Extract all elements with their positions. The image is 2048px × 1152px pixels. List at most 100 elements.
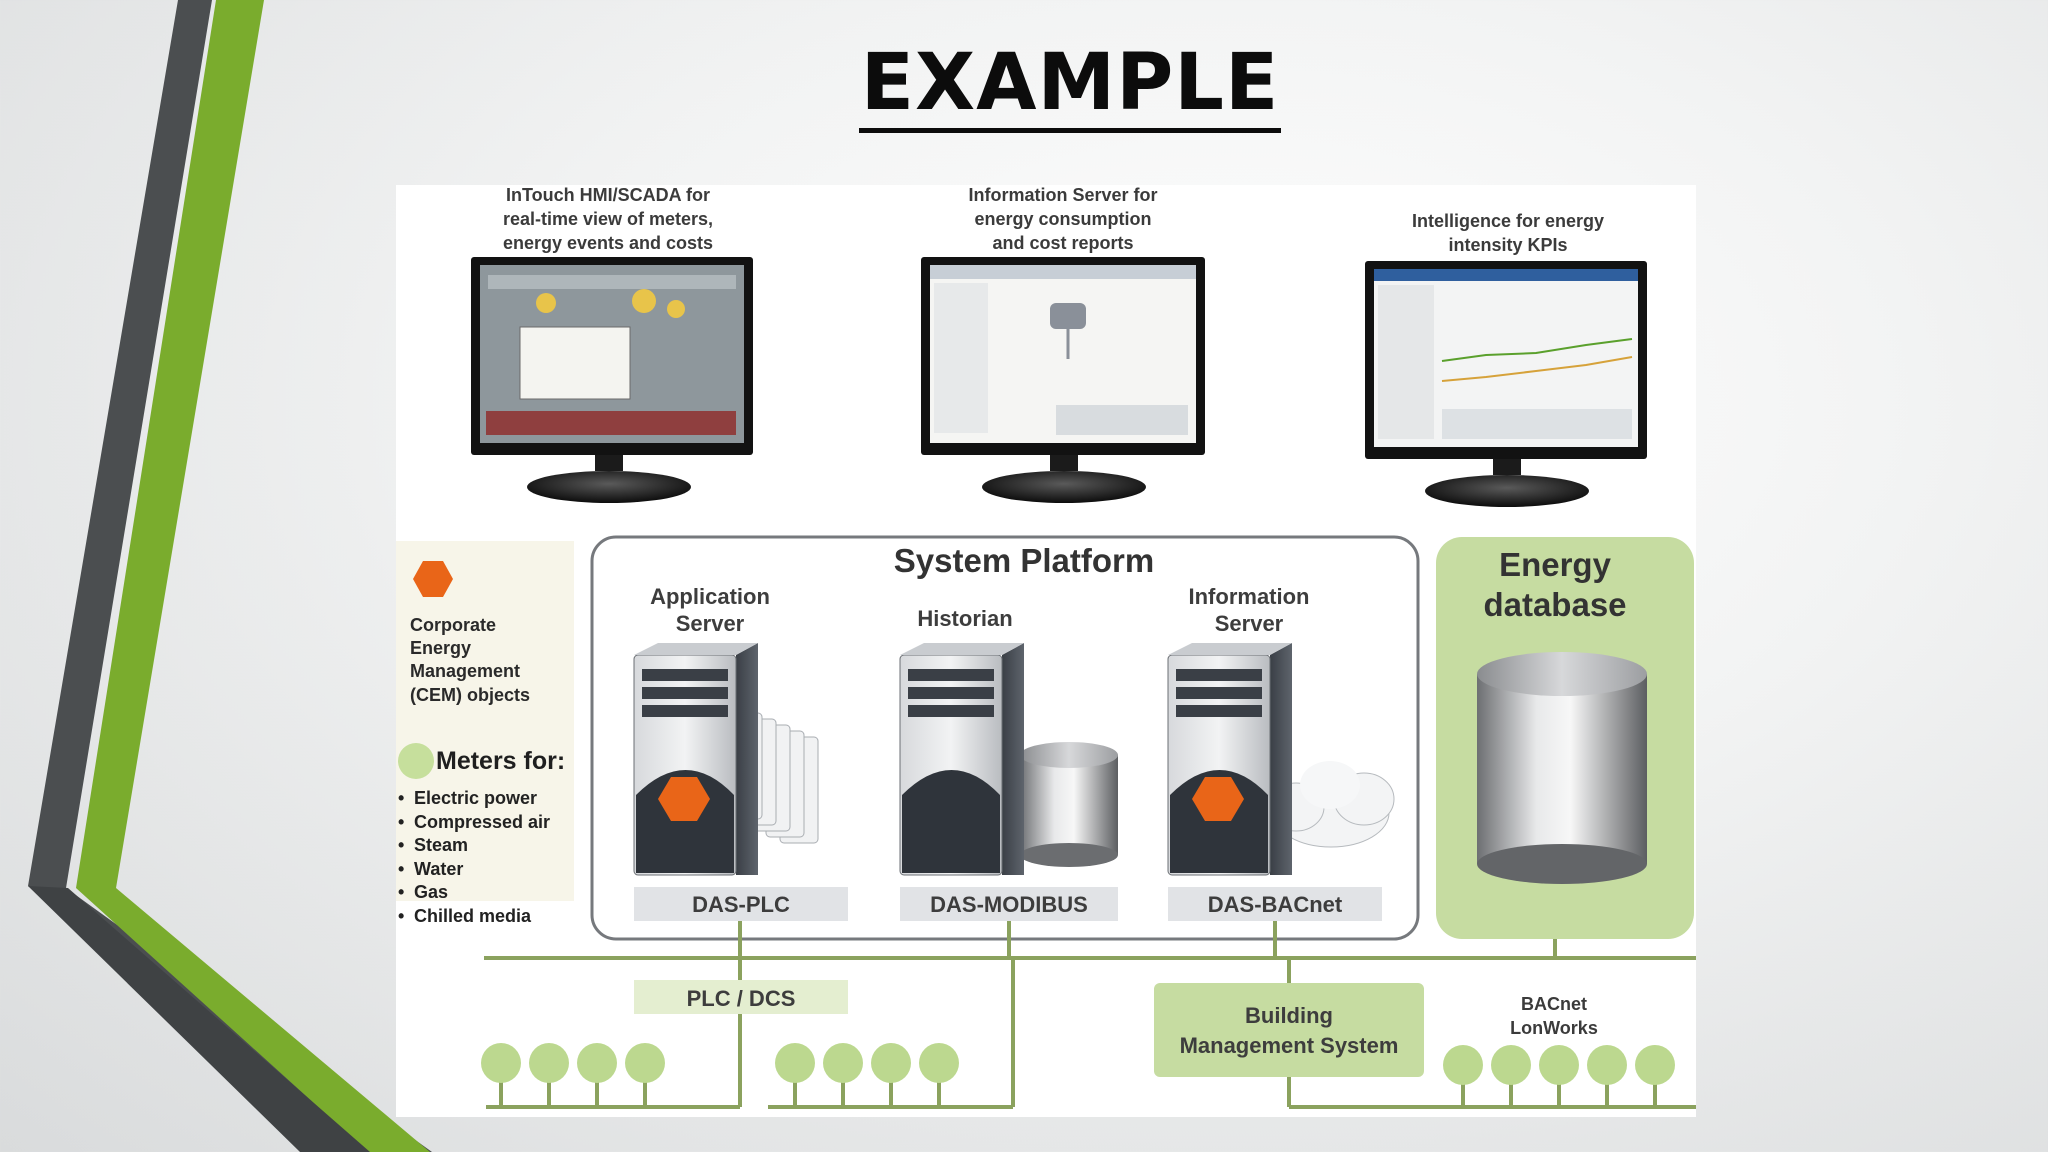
kpi-trend-line <box>1441 356 1633 382</box>
meter-node-icon <box>529 1043 569 1107</box>
monitor-caption-line: intensity KPIs <box>1448 235 1567 255</box>
meter-node-head <box>823 1043 863 1083</box>
system-platform-title: System Platform <box>894 542 1154 579</box>
meter-nodes <box>481 1043 1675 1107</box>
cylinder-icon <box>1020 742 1118 867</box>
legend: Corporate Energy Management (CEM) object… <box>396 541 574 926</box>
kpi-trend-line <box>1441 338 1633 362</box>
das-tile <box>900 887 1118 921</box>
tower-top <box>634 643 758 655</box>
monitor-caption-line: energy consumption <box>974 209 1151 229</box>
plc-dcs-label: PLC / DCS <box>687 986 796 1011</box>
monitor-scada: InTouch HMI/SCADA for real-time view of … <box>471 185 753 503</box>
meter-node-head <box>1587 1045 1627 1085</box>
bacnet-label-line: LonWorks <box>1510 1018 1598 1038</box>
meter-item: Compressed air <box>414 812 550 832</box>
plc-dcs-tile <box>634 980 848 1014</box>
cem-label-line: Energy <box>410 638 471 658</box>
meter-node-icon <box>871 1043 911 1107</box>
drive-bay <box>908 687 994 699</box>
scada-equipment-icon <box>667 300 685 318</box>
server-label-line: Information <box>1189 584 1310 609</box>
drive-bay <box>642 687 728 699</box>
das-label: DAS-MODIBUS <box>930 892 1088 917</box>
drive-bay <box>642 669 728 681</box>
server-label-line: Application <box>650 584 770 609</box>
energy-database: Energy database <box>1436 537 1694 939</box>
scada-popup-window <box>519 326 631 400</box>
meter-node-icon <box>625 1043 665 1107</box>
server-tower-icon <box>1167 643 1292 876</box>
meter-item: Gas <box>414 882 448 902</box>
drive-bay <box>1176 687 1262 699</box>
dark-band <box>28 0 432 1152</box>
report-meter-icon <box>1050 303 1086 329</box>
meter-node-icon <box>823 1043 863 1107</box>
meter-node-head <box>919 1043 959 1083</box>
das-tile <box>1168 887 1382 921</box>
server-label-line: Server <box>1215 611 1284 636</box>
meter-node-head <box>481 1043 521 1083</box>
meter-node-head <box>1635 1045 1675 1085</box>
server-label-line: Server <box>676 611 745 636</box>
meter-bullet: • <box>398 788 404 808</box>
monitor-caption-line: energy events and costs <box>503 233 713 253</box>
scada-equipment-icon <box>632 289 656 313</box>
slide-title-text: EXAMPLE <box>858 38 1282 133</box>
database-cylinder-body <box>1477 674 1647 864</box>
bms-panel <box>1154 983 1424 1077</box>
meter-bullet: • <box>398 882 404 902</box>
monitor-caption-line: and cost reports <box>992 233 1133 253</box>
meter-node-head <box>871 1043 911 1083</box>
meter-node-icon <box>1539 1045 1579 1107</box>
monitor-stand <box>982 471 1146 503</box>
tower-top <box>900 643 1024 655</box>
meter-node-icon <box>1443 1045 1483 1107</box>
meter-bullet: • <box>398 859 404 879</box>
information-server: Information Server DAS-BACnet <box>1167 584 1395 921</box>
tower-bezel-curve <box>902 770 1000 873</box>
drive-bay <box>1176 705 1262 717</box>
monitor-stand <box>527 471 691 503</box>
meter-node-icon <box>1587 1045 1627 1107</box>
meter-node-icon <box>577 1043 617 1107</box>
meter-bullet: • <box>398 906 404 926</box>
database-cylinder-bottom <box>1477 844 1647 884</box>
scada-status-bar <box>486 411 736 435</box>
cem-hexagon-icon <box>413 561 453 597</box>
meter-node-head <box>577 1043 617 1083</box>
monitor-neck <box>595 455 623 471</box>
slide-decoration <box>28 0 432 1152</box>
energy-database-title-line: Energy <box>1499 546 1612 583</box>
database-cylinder-icon <box>1477 652 1647 884</box>
tower-side <box>736 643 758 875</box>
drive-bay <box>642 705 728 717</box>
meter-bullet: • <box>398 812 404 832</box>
meter-bullet: • <box>398 835 404 855</box>
monitor-caption-line: Information Server for <box>968 185 1157 205</box>
das-tile <box>634 887 848 921</box>
green-band <box>76 0 430 1152</box>
monitor-neck <box>1493 459 1521 475</box>
meter-node-icon <box>1635 1045 1675 1107</box>
das-label: DAS-PLC <box>692 892 790 917</box>
meter-node-head <box>625 1043 665 1083</box>
system-platform: System Platform Application Server <box>590 535 1420 941</box>
monitor-neck <box>1050 455 1078 471</box>
meter-node-icon <box>775 1043 815 1107</box>
meter-node-head <box>1539 1045 1579 1085</box>
meter-item: Chilled media <box>414 906 532 926</box>
cloud-icon <box>1267 761 1395 848</box>
report-toolbar <box>930 265 1196 279</box>
monitor-caption-line: real-time view of meters, <box>503 209 713 229</box>
meter-node-head <box>1491 1045 1531 1085</box>
meter-node-icon <box>481 1043 521 1107</box>
meter-node-head <box>775 1043 815 1083</box>
report-table <box>1056 405 1188 435</box>
scada-equipment-icon <box>536 293 556 313</box>
cem-label-line: Corporate <box>410 615 496 635</box>
bms-label-line: Building <box>1245 1003 1333 1028</box>
meters-title: Meters for: <box>436 747 565 775</box>
meter-item: Water <box>414 859 463 879</box>
server-label-line: Historian <box>917 606 1012 631</box>
